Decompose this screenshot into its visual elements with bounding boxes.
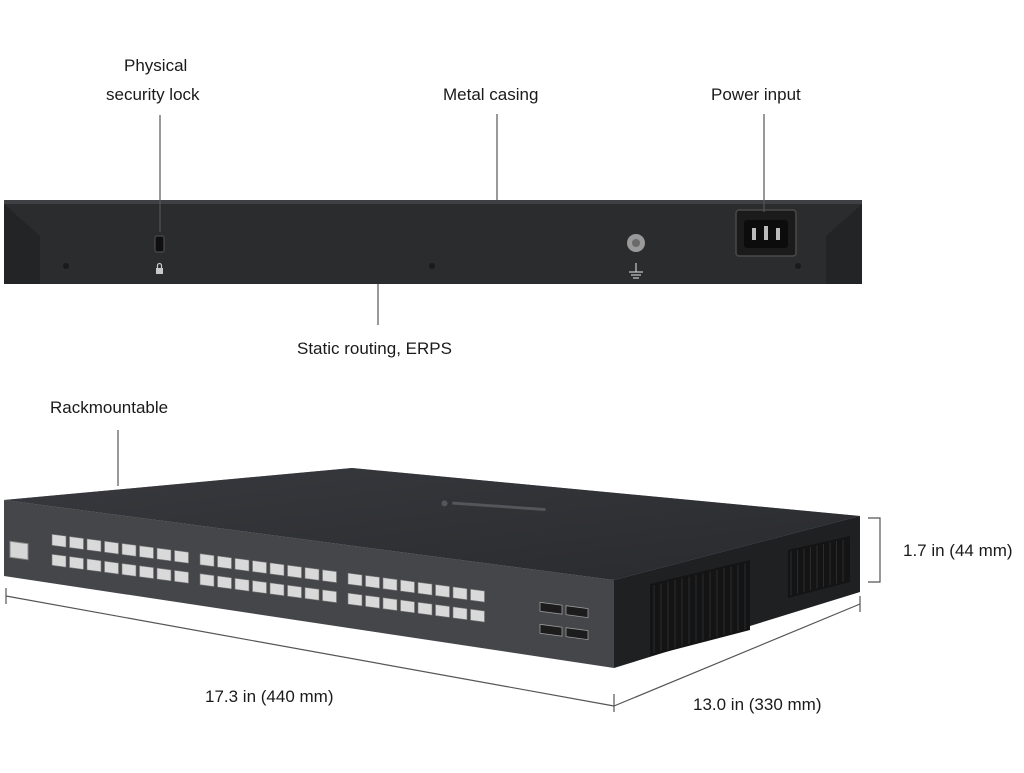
switch-front-view: ● ━━━━━━━━━━━ <box>4 468 860 668</box>
rj45-port <box>252 580 267 594</box>
right-rack-ear <box>826 204 862 284</box>
rj45-port <box>452 606 468 621</box>
rj45-port <box>69 536 84 550</box>
rj45-port <box>121 563 137 577</box>
height-dimension-label: 1.7 in (44 mm) <box>903 541 1013 560</box>
ground-icon <box>629 263 643 279</box>
power-input-label: Power input <box>711 85 801 104</box>
rj45-port <box>51 553 67 568</box>
rear-chassis-top-edge <box>4 200 862 204</box>
rj45-port <box>435 584 450 598</box>
sfp-slot <box>539 601 563 615</box>
sfp-slots <box>539 601 589 641</box>
rear-panel <box>4 200 862 284</box>
sfp-slot <box>565 605 589 619</box>
screw-icon <box>429 263 435 269</box>
rj45-port <box>139 565 154 579</box>
power-pin <box>764 226 768 240</box>
rj45-port <box>234 577 250 592</box>
dimension-lines <box>5 517 881 712</box>
rj45-port <box>365 595 380 609</box>
rj45-port <box>417 581 433 596</box>
rj45-port <box>174 550 189 564</box>
rj45-port <box>217 575 232 590</box>
static-routing-label: Static routing, ERPS <box>297 339 452 358</box>
rj45-port <box>347 572 363 587</box>
rj45-port <box>139 545 154 559</box>
rj45-port <box>69 556 84 570</box>
top-logo-mark: ● ━━━━━━━━━━━ <box>440 494 546 517</box>
rj45-ports <box>51 533 485 623</box>
rj45-port <box>86 538 102 553</box>
screw-icon <box>795 263 801 269</box>
height-bracket <box>868 517 881 583</box>
rj45-port <box>104 560 119 575</box>
rj45-port <box>382 577 398 591</box>
screw-icon <box>63 263 69 269</box>
rj45-port <box>252 560 267 574</box>
rj45-port <box>322 569 337 583</box>
console-port <box>9 540 29 561</box>
front-panel <box>4 500 614 668</box>
lock-icon <box>156 262 163 274</box>
rj45-port <box>217 555 232 570</box>
power-pin <box>752 228 756 240</box>
rj45-port <box>234 557 250 572</box>
rj45-port <box>435 604 450 618</box>
rj45-port <box>287 564 302 579</box>
rear-chassis <box>4 200 862 284</box>
security-lock-label-line2: security lock <box>106 85 200 104</box>
rj45-port <box>51 533 67 548</box>
rackmountable-label: Rackmountable <box>50 398 169 417</box>
rj45-port <box>269 582 285 597</box>
width-dimension-label: 17.3 in (440 mm) <box>205 687 334 706</box>
rj45-port <box>104 540 119 555</box>
width-dimension-line <box>5 595 615 707</box>
rj45-port <box>174 570 189 584</box>
rj45-port <box>287 584 302 599</box>
rj45-port <box>322 589 337 603</box>
depth-dimension-label: 13.0 in (330 mm) <box>693 695 822 714</box>
leader-lines <box>117 114 765 486</box>
rj45-port <box>269 562 285 577</box>
rj45-port <box>470 588 485 603</box>
left-rack-ear <box>4 204 40 284</box>
rj45-port <box>199 573 215 587</box>
rj45-port <box>382 597 398 611</box>
rj45-port <box>199 553 215 567</box>
depth-dimension-line <box>613 603 861 707</box>
rj45-port <box>156 567 172 582</box>
rj45-port <box>400 579 415 594</box>
rj45-port <box>156 547 172 562</box>
rj45-port <box>347 592 363 607</box>
rj45-port <box>365 575 380 589</box>
sfp-slot <box>539 623 563 637</box>
rj45-port <box>470 608 485 623</box>
rj45-port <box>417 601 433 616</box>
security-lock-slot <box>154 235 165 253</box>
power-pin <box>776 228 780 240</box>
rj45-port <box>400 599 415 614</box>
security-lock-label-line1: Physical <box>124 56 188 75</box>
sfp-slot <box>565 627 589 641</box>
rj45-port <box>304 567 320 581</box>
metal-casing-label: Metal casing <box>443 85 539 104</box>
rj45-port <box>452 586 468 601</box>
rj45-port <box>121 543 137 557</box>
rj45-port <box>86 558 102 573</box>
rj45-port <box>304 587 320 601</box>
